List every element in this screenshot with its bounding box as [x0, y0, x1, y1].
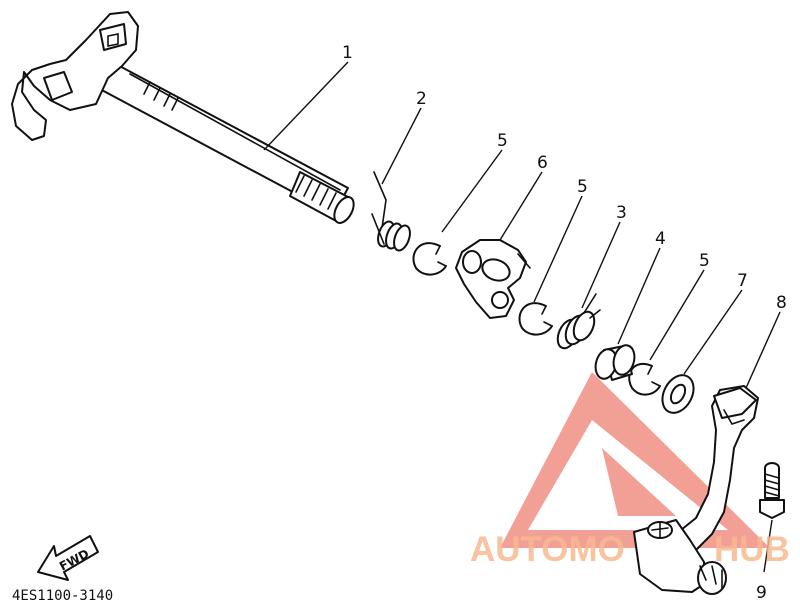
callout-2: 2	[416, 89, 427, 109]
shift-pedal	[633, 385, 759, 595]
callout-3: 3	[616, 203, 627, 223]
callout-6: 6	[537, 153, 548, 173]
circlip-a	[412, 242, 447, 276]
fwd-arrow-icon	[37, 535, 99, 581]
drawing-code: 4ES1100-3140	[12, 588, 113, 604]
collar	[594, 344, 636, 381]
callout-8: 8	[776, 293, 787, 313]
watermark-text-left: AUTOMO	[470, 530, 625, 569]
callout-5a: 5	[497, 131, 508, 151]
callout-5c: 5	[699, 251, 710, 271]
shift-shaft	[11, 11, 355, 224]
callout-7: 7	[737, 271, 748, 291]
stopper-lever	[455, 239, 531, 319]
circlip-b	[518, 302, 553, 336]
callout-5b: 5	[577, 177, 588, 197]
leader-lines	[263, 61, 781, 573]
torsion-spring	[556, 293, 601, 350]
callout-4: 4	[655, 229, 666, 249]
watermark-text-right: HUB	[714, 530, 790, 569]
watermark-inner-arrow	[602, 448, 676, 516]
callout-numbers: 1 2 5 6 5 3 4 5 7 8 9	[342, 43, 787, 603]
watermark-text: AUTOMO HUB	[470, 530, 790, 569]
bolt	[759, 462, 785, 519]
shaft-spring	[371, 171, 411, 252]
callout-1: 1	[342, 43, 353, 63]
fwd-arrow: FWD	[37, 535, 99, 581]
callout-9: 9	[756, 583, 767, 603]
circlip-c	[628, 363, 661, 396]
washer	[661, 374, 695, 414]
